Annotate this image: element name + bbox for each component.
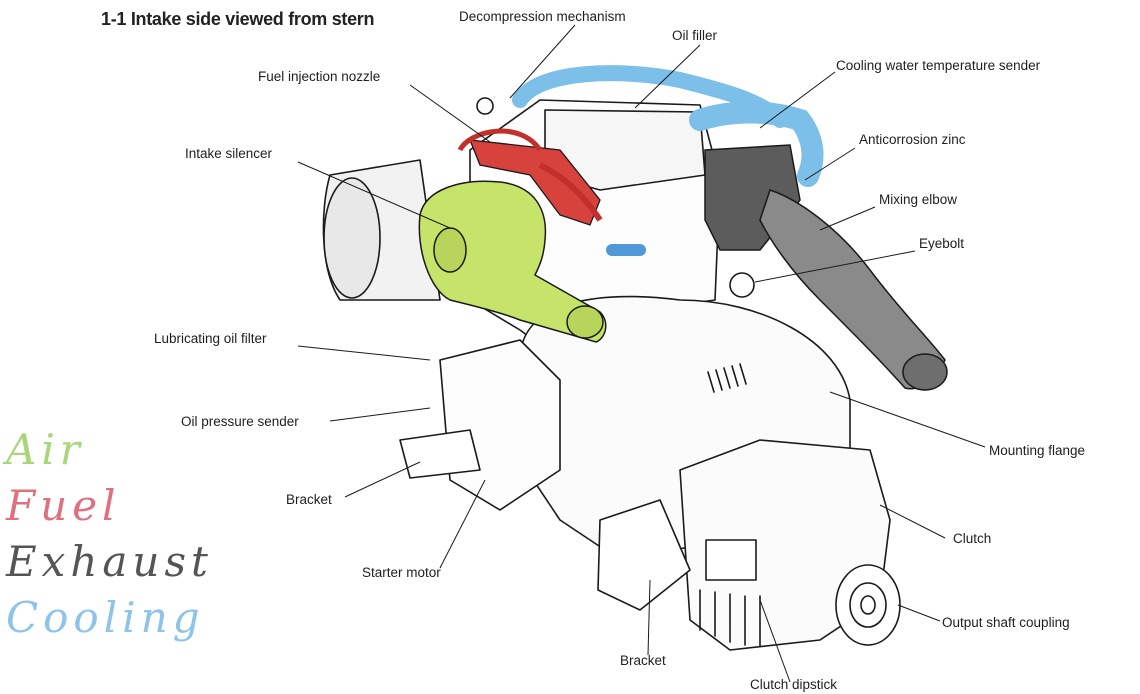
gearbox-plate [705,539,757,581]
legend-item-fuel: Fuel [6,481,121,530]
label-clutch-dipstick: Clutch dipstick [750,677,838,692]
label-bracket-bottom: Bracket [620,653,666,668]
exhaust-system [704,144,948,391]
legend-item-air: Air [6,425,85,474]
page-title: 1-1 Intake side viewed from stern [101,9,375,29]
label-oil-pressure-sender: Oil pressure sender [181,414,299,429]
eyebolt-ring [476,97,494,115]
label-starter-motor: Starter motor [362,565,441,580]
cooling-system [512,65,824,256]
label-mixing-elbow: Mixing elbow [879,192,958,207]
label-clutch: Clutch [953,531,992,546]
label-output-shaft-coupling: Output shaft coupling [942,615,1070,630]
label-lubricating-oil-filter: Lubricating oil filter [154,331,267,346]
bracket-bottom [597,499,691,611]
label-bracket-left: Bracket [286,492,332,507]
label-mounting-flange: Mounting flange [989,443,1086,458]
label-decompression-mechanism: Decompression mechanism [459,9,626,24]
fuel-system [457,128,603,226]
gearbox-ribs [699,589,761,647]
label-anticorrosion-zinc: Anticorrosion zinc [859,132,966,147]
eyebolt-ring [729,272,755,298]
legend-item-exhaust: Exhaust [6,537,213,586]
label-cooling-water-temperature-sender: Cooling water temperature sender [836,58,1041,73]
bracket-left [399,429,481,479]
label-oil-filler: Oil filler [672,28,718,43]
label-intake-silencer: Intake silencer [185,146,273,161]
vent-slots [707,363,747,393]
air-system [418,180,607,343]
legend-item-cooling: Cooling [6,593,205,642]
label-eyebolt: Eyebolt [919,236,965,251]
leader-lines [297,24,986,683]
output-coupling [835,564,901,646]
label-fuel-injection-nozzle: Fuel injection nozzle [258,69,381,84]
